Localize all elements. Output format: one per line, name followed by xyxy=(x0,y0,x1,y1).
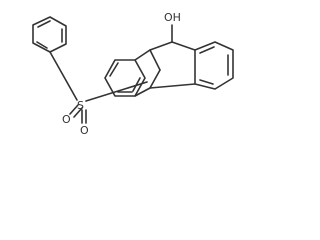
sulfur-oxygen-upper-bond-a xyxy=(69,104,79,115)
oxygen-upper-label: O xyxy=(62,113,71,126)
bridgehead-to-carbinol-bond xyxy=(149,41,173,51)
right-benzo-double-bond-1 xyxy=(199,46,215,54)
left-benzo-double-bond-2 xyxy=(132,77,141,92)
left-benzo-ring xyxy=(104,59,146,97)
chemical-structure-diagram: OH S O O xyxy=(32,11,234,137)
phenyl-double-bond-1 xyxy=(37,20,51,28)
left-benzo-double-bond-1 xyxy=(109,62,119,77)
sulfur-oxygen-upper-bond-b xyxy=(73,107,83,118)
hydroxyl-label: OH xyxy=(164,11,181,24)
lower-bridgehead-bond xyxy=(134,87,151,97)
bridge-down-bond xyxy=(149,69,161,89)
bridge-up-bond xyxy=(149,49,161,71)
carbinol-to-right-ring-bond xyxy=(171,41,196,51)
phenyl-sulfur-bond xyxy=(49,51,78,101)
sulfur-label: S xyxy=(77,99,84,112)
right-benzo-ring xyxy=(194,41,234,90)
upper-bridgehead-bond xyxy=(134,49,151,61)
oxygen-lower-label: O xyxy=(80,124,89,137)
lower-bridgehead-to-right-ring-bond xyxy=(149,83,196,89)
bonds xyxy=(32,16,234,124)
phenyl-ring xyxy=(32,16,67,53)
phenyl-double-bond-3 xyxy=(36,41,48,49)
right-benzo-double-bond-3 xyxy=(199,79,214,85)
